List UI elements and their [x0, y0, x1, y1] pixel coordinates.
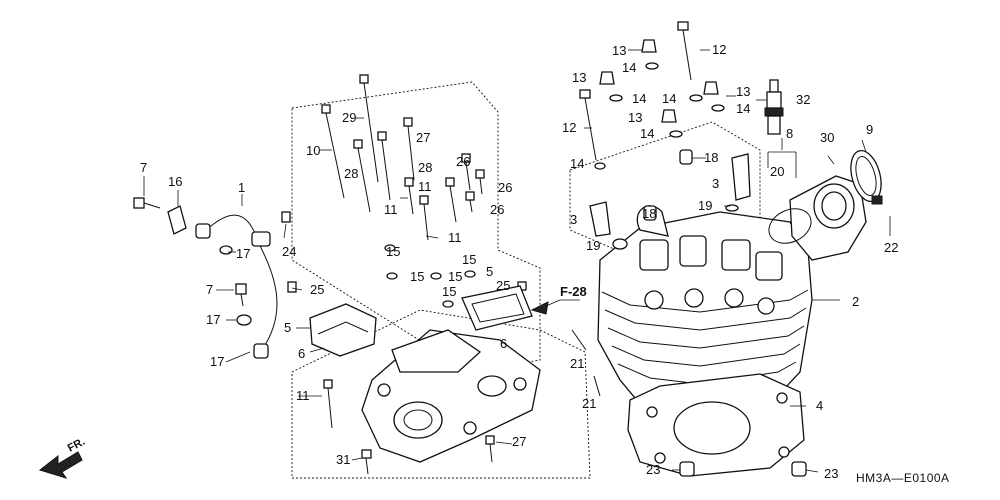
- callout-23: 23: [646, 462, 660, 477]
- callout-11: 11: [296, 388, 310, 403]
- callout-13: 13: [736, 84, 750, 99]
- rocker-arm-group-outline: [291, 309, 591, 479]
- callout-11: 11: [448, 230, 462, 245]
- pipe-fittings: [133, 197, 297, 326]
- callout-13: 13: [628, 110, 642, 125]
- callout-4: 4: [816, 398, 823, 413]
- callout-5: 5: [284, 320, 291, 335]
- callout-23: 23: [824, 466, 838, 481]
- front-direction-arrow: FR.: [38, 436, 87, 479]
- callout-17: 17: [236, 246, 250, 261]
- callout-15: 15: [410, 269, 424, 284]
- callout-15: 15: [442, 284, 456, 299]
- callout-25: 25: [310, 282, 324, 297]
- callout-19: 19: [698, 198, 712, 213]
- intake-insulator: [789, 175, 867, 261]
- callout-32: 32: [796, 92, 810, 107]
- callout-14: 14: [736, 101, 750, 116]
- callout-28: 28: [418, 160, 432, 175]
- callout-17: 17: [210, 354, 224, 369]
- callout-5: 5: [486, 264, 493, 279]
- callout-6: 6: [298, 346, 305, 361]
- callout-7: 7: [206, 282, 213, 297]
- rocker-arm-holder: [361, 329, 541, 463]
- side-cover: [309, 303, 377, 357]
- callout-9: 9: [866, 122, 873, 137]
- callout-6: 6: [500, 336, 507, 351]
- insulator-o-ring: [768, 208, 812, 244]
- callout-26: 26: [456, 154, 470, 169]
- callout-25: 25: [496, 278, 510, 293]
- reference-f28-label: F-28: [560, 284, 587, 299]
- callout-31: 31: [336, 452, 350, 467]
- callout-14: 14: [632, 91, 646, 106]
- oil-pipe: [195, 214, 278, 359]
- callout-12: 12: [562, 120, 576, 135]
- callout-28: 28: [344, 166, 358, 181]
- figure-code: HM3A—E0100A: [856, 471, 950, 485]
- head-bolts-group-outline: [569, 121, 761, 287]
- cap-nuts-and-washers: [384, 39, 725, 308]
- leader-lines: [143, 49, 891, 473]
- callout-11: 11: [418, 179, 432, 194]
- hose-band: [850, 149, 883, 205]
- callout-14: 14: [662, 91, 676, 106]
- callout-29: 29: [342, 110, 356, 125]
- callout-26: 26: [498, 180, 512, 195]
- callout-12: 12: [712, 42, 726, 57]
- callout-26: 26: [490, 202, 504, 217]
- callout-22: 22: [884, 240, 898, 255]
- reference-f28: F-28: [530, 284, 587, 315]
- callout-15: 15: [386, 244, 400, 259]
- callout-15: 15: [462, 252, 476, 267]
- side-cover-gasket: [461, 285, 533, 331]
- callout-1: 1: [238, 180, 245, 195]
- callout-27: 27: [416, 130, 430, 145]
- callout-10: 10: [306, 143, 320, 158]
- callout-18: 18: [642, 206, 656, 221]
- front-direction-label: FR.: [66, 436, 87, 455]
- callout-14: 14: [570, 156, 584, 171]
- callout-21: 21: [582, 396, 596, 411]
- spark-plug: [764, 79, 784, 135]
- callout-21: 21: [570, 356, 584, 371]
- callout-27: 27: [512, 434, 526, 449]
- callout-16: 16: [168, 174, 182, 189]
- dowels-and-guides: [571, 149, 807, 477]
- callout-18: 18: [704, 150, 718, 165]
- callout-14: 14: [622, 60, 636, 75]
- callout-7: 7: [140, 160, 147, 175]
- callout-11: 11: [384, 202, 398, 217]
- front-arrow-icon: [38, 451, 83, 479]
- callout-30: 30: [820, 130, 834, 145]
- callout-13: 13: [612, 43, 626, 58]
- callout-24: 24: [282, 244, 296, 259]
- callout-20: 20: [770, 164, 784, 179]
- callout-15: 15: [448, 269, 462, 284]
- valve-cover-bolts-group-outline: [291, 81, 541, 373]
- callout-13: 13: [572, 70, 586, 85]
- callout-19: 19: [586, 238, 600, 253]
- callout-3: 3: [712, 176, 719, 191]
- callout-14: 14: [640, 126, 654, 141]
- cylinder-head-gasket: [627, 373, 805, 477]
- long-stud-bolts: [321, 21, 692, 475]
- callout-8: 8: [786, 126, 793, 141]
- cylinder-head: [597, 205, 813, 419]
- callout-3: 3: [570, 212, 577, 227]
- callout-2: 2: [852, 294, 859, 309]
- callout-17: 17: [206, 312, 220, 327]
